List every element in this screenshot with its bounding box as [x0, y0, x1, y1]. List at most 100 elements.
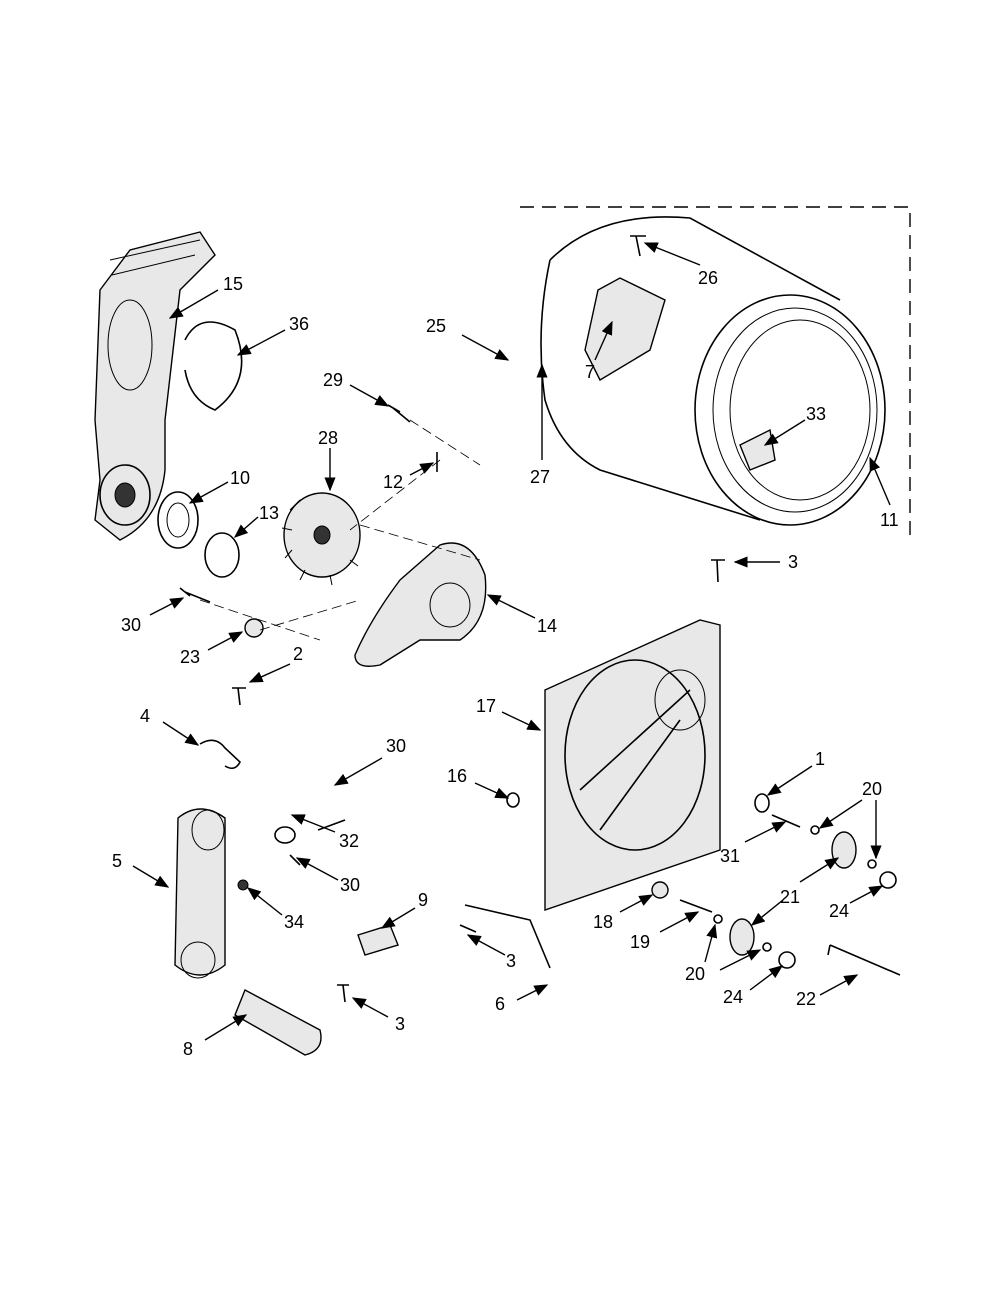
- assembly-guides: [199, 419, 481, 641]
- idler-part-18: [651, 881, 669, 899]
- leader-3-lower: [351, 997, 389, 1018]
- roller-part-21-a: [729, 918, 755, 956]
- callout-23: 23: [180, 647, 200, 667]
- blower-housing-part-15: [94, 231, 216, 541]
- leader-31: [744, 821, 787, 843]
- washer-part-20-a: [713, 914, 723, 924]
- leader-20-a: [818, 799, 863, 829]
- washer-part-20-d: [867, 859, 877, 869]
- screw-part-26: [630, 235, 646, 257]
- leader-24-a: [849, 885, 884, 904]
- leader-16: [474, 782, 510, 799]
- leader-2: [248, 663, 291, 683]
- callout-30-c: 30: [340, 875, 360, 895]
- duct-part-8: [234, 989, 322, 1056]
- rear-bulkhead-part-17: [544, 619, 721, 911]
- dashed-boundary: [520, 206, 911, 540]
- callout-10: 10: [230, 468, 250, 488]
- heater-assembly-part-5: [174, 808, 226, 979]
- leader-18: [619, 894, 654, 913]
- callout-17: 17: [476, 696, 496, 716]
- bracket-part-6: [464, 904, 551, 969]
- screw-part-30-b: [317, 819, 346, 831]
- leader-32: [290, 814, 336, 833]
- callout-13: 13: [259, 503, 279, 523]
- callout-32: 32: [339, 831, 359, 851]
- leader-4: [162, 721, 200, 746]
- leader-36: [236, 329, 286, 356]
- leader-29: [349, 384, 390, 407]
- leader-20-d: [719, 949, 762, 971]
- callout-21: 21: [780, 887, 800, 907]
- leader-1: [766, 765, 813, 796]
- screw-part-3-upper: [711, 559, 725, 583]
- blower-wheel-part-28: [281, 492, 361, 586]
- nut-part-34: [237, 879, 249, 891]
- callout-8: 8: [183, 1039, 193, 1059]
- leader-3-mid: [466, 934, 506, 956]
- callout-15: 15: [223, 274, 243, 294]
- leader-20-c: [704, 923, 718, 963]
- leader-9: [380, 907, 416, 929]
- washer-part-20-b: [762, 942, 772, 952]
- clip-part-24-a: [778, 951, 796, 969]
- callout-11: 11: [880, 510, 899, 530]
- leader-7: [594, 320, 613, 361]
- switch-part-9: [357, 924, 399, 956]
- callout-2: 2: [293, 644, 303, 664]
- leader-30-c: [295, 857, 339, 881]
- leader-13: [233, 516, 259, 538]
- washer-part-1: [754, 793, 770, 813]
- callout-31: 31: [720, 846, 740, 866]
- leader-22: [819, 974, 859, 996]
- leader-8: [204, 1014, 248, 1041]
- ring-part-13: [204, 532, 240, 578]
- leader-25: [461, 334, 510, 361]
- screw-part-29: [387, 404, 411, 423]
- callout-33: 33: [806, 404, 826, 424]
- leader-5: [132, 865, 170, 888]
- screw-part-3-mid: [459, 924, 477, 933]
- leader-14: [486, 594, 536, 619]
- callout-27: 27: [530, 467, 550, 487]
- callout-14: 14: [537, 616, 557, 636]
- callout-30-a: 30: [121, 615, 141, 635]
- callout-24-b: 24: [723, 987, 743, 1007]
- roller-part-21-b: [831, 831, 857, 869]
- callout-24-a: 24: [829, 901, 849, 921]
- callout-20-c: 20: [685, 964, 705, 984]
- leader-21-a: [799, 857, 840, 883]
- screw-part-3-lower: [337, 984, 349, 1003]
- callout-30-b: 30: [386, 736, 406, 756]
- washer-part-16: [506, 792, 520, 808]
- callout-18: 18: [593, 912, 613, 932]
- leader-6: [516, 984, 549, 1001]
- callout-3-upper: 3: [788, 552, 798, 572]
- callout-28: 28: [318, 428, 338, 448]
- callout-20-a: 20: [862, 779, 882, 799]
- shaft-part-19: [679, 899, 713, 913]
- wrench-part-22: [827, 944, 901, 976]
- leader-10: [188, 481, 229, 504]
- callout-34: 34: [284, 912, 304, 932]
- leader-24-b: [749, 965, 784, 991]
- callout-36: 36: [289, 314, 309, 334]
- leader-30-a: [149, 597, 185, 616]
- callout-1: 1: [815, 749, 825, 769]
- leader-11: [869, 456, 891, 506]
- seal-part-36: [184, 321, 243, 411]
- callout-4: 4: [140, 706, 150, 726]
- bracket-part-32: [274, 826, 296, 844]
- callout-19: 19: [630, 932, 650, 952]
- seal-part-10: [157, 491, 199, 549]
- leader-34: [246, 887, 283, 916]
- bushing-part-23: [244, 618, 264, 638]
- clip-part-24-b: [879, 871, 897, 889]
- callout-6: 6: [495, 994, 505, 1014]
- leader-15: [168, 289, 219, 319]
- callout-3-mid: 3: [506, 951, 516, 971]
- callout-25: 25: [426, 316, 446, 336]
- callout-7: 7: [585, 362, 595, 382]
- screw-part-30: [179, 587, 211, 603]
